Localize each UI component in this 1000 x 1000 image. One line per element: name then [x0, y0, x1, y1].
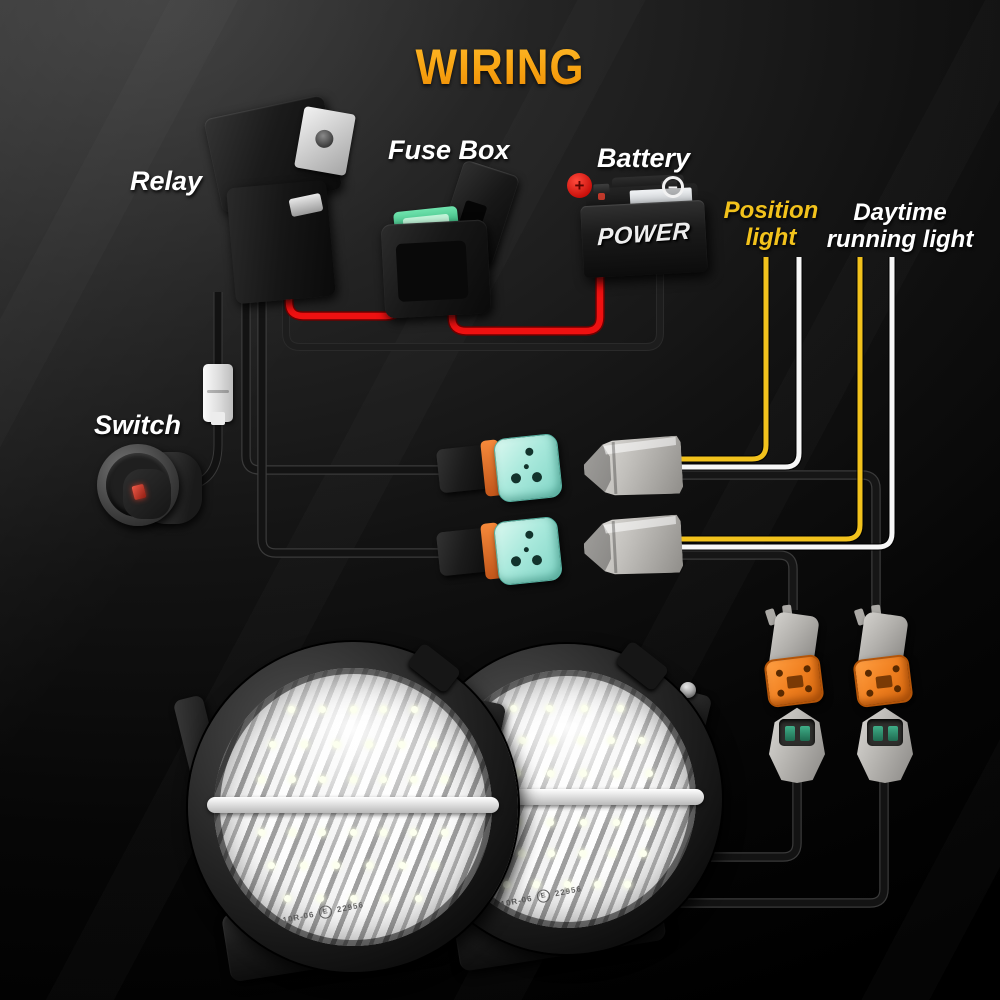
led-dot [349, 775, 357, 783]
led-dot [379, 828, 387, 836]
led-dot [284, 895, 292, 903]
lower-white [652, 257, 895, 550]
led-dot [547, 769, 555, 777]
lower-yellow [655, 257, 863, 542]
led-dot [612, 769, 620, 777]
led-dot [397, 740, 405, 748]
led-dot [578, 849, 586, 857]
page-title: WIRING [60, 38, 940, 96]
led-dot [382, 895, 390, 903]
led-dot [514, 818, 521, 826]
pigtail2-wire [662, 772, 888, 907]
led-dot [318, 706, 326, 714]
led-dot [609, 849, 617, 857]
led-dot [288, 828, 296, 836]
led-dot [593, 880, 601, 888]
led-dot [645, 818, 653, 826]
lower-white-under [652, 257, 896, 551]
led-dot [548, 849, 556, 857]
led-dot [333, 740, 341, 748]
led-dot [267, 861, 275, 869]
led-dot [563, 880, 571, 888]
upper-white [652, 257, 802, 470]
led-dot [319, 775, 327, 783]
led-dot [533, 880, 541, 888]
led-dot [517, 849, 525, 857]
lens-marking-text: 10R-06 [281, 909, 316, 925]
lens-marking: 10R-06 E 22956 [282, 898, 365, 927]
led-dot [440, 828, 448, 836]
red-wire-fusebox-battery-under [447, 198, 605, 336]
led-dot [617, 705, 625, 713]
led-dot [430, 740, 438, 748]
red-wire-relay-fusebox [285, 258, 404, 320]
led-dot [548, 737, 556, 745]
led-dot [398, 861, 406, 869]
led-dot [509, 705, 517, 713]
lower-male-black-under [650, 550, 798, 610]
led-dot [638, 737, 646, 745]
led-dot [319, 828, 327, 836]
upper-yellow-under [655, 257, 770, 463]
led-dot [349, 706, 357, 714]
led-dot [514, 769, 522, 777]
led-dot [349, 828, 357, 836]
led-dot [623, 880, 631, 888]
drl-light-bar [207, 797, 499, 813]
ground-wire [283, 260, 663, 350]
led-dot [380, 706, 388, 714]
lower-male-black [650, 551, 797, 610]
led-dot [581, 705, 589, 713]
upper-white-under [652, 257, 803, 471]
led-dot [578, 737, 586, 745]
led-dot [316, 895, 324, 903]
led-dot [288, 775, 296, 783]
led-dot [608, 737, 616, 745]
switch-wire [148, 412, 222, 491]
driving-light-left: 10R-06 E 22956 [172, 640, 525, 985]
led-dot [365, 740, 373, 748]
led-dot [547, 818, 554, 826]
led-dot [379, 775, 387, 783]
red-wire-relay-fusebox-under [284, 258, 405, 321]
led-dot [518, 737, 526, 745]
led-dot [645, 769, 653, 777]
led-dot [411, 706, 419, 714]
led-dot [612, 818, 620, 826]
lens-marking-text: 22956 [336, 900, 365, 915]
led-dot [579, 769, 587, 777]
led-dot [414, 895, 422, 903]
led-dot [579, 818, 587, 826]
pigtail1-wire [688, 772, 801, 861]
e-mark: E [536, 888, 552, 904]
led-dot [301, 740, 309, 748]
led-dot [410, 775, 418, 783]
led-dot [287, 706, 295, 714]
red-wire-fusebox-battery [448, 198, 604, 335]
led-dot [503, 880, 511, 888]
e-mark: E [318, 904, 334, 920]
led-dot [258, 828, 266, 836]
led-dot [639, 849, 647, 857]
led-dot [349, 895, 357, 903]
relay-teal2-wire [258, 292, 470, 557]
led-dot [431, 861, 439, 869]
led-dot [258, 775, 266, 783]
upper-yellow [655, 257, 769, 462]
lower-yellow-under [655, 257, 864, 543]
led-dot [268, 740, 276, 748]
led-dot [365, 861, 373, 869]
relay-teal2-wire-under [257, 292, 470, 558]
led-dot [410, 828, 418, 836]
bracket-bolt [680, 682, 696, 698]
led-dot [545, 705, 553, 713]
led-dot [300, 861, 308, 869]
led-dot [333, 861, 341, 869]
led-dot [440, 775, 448, 783]
